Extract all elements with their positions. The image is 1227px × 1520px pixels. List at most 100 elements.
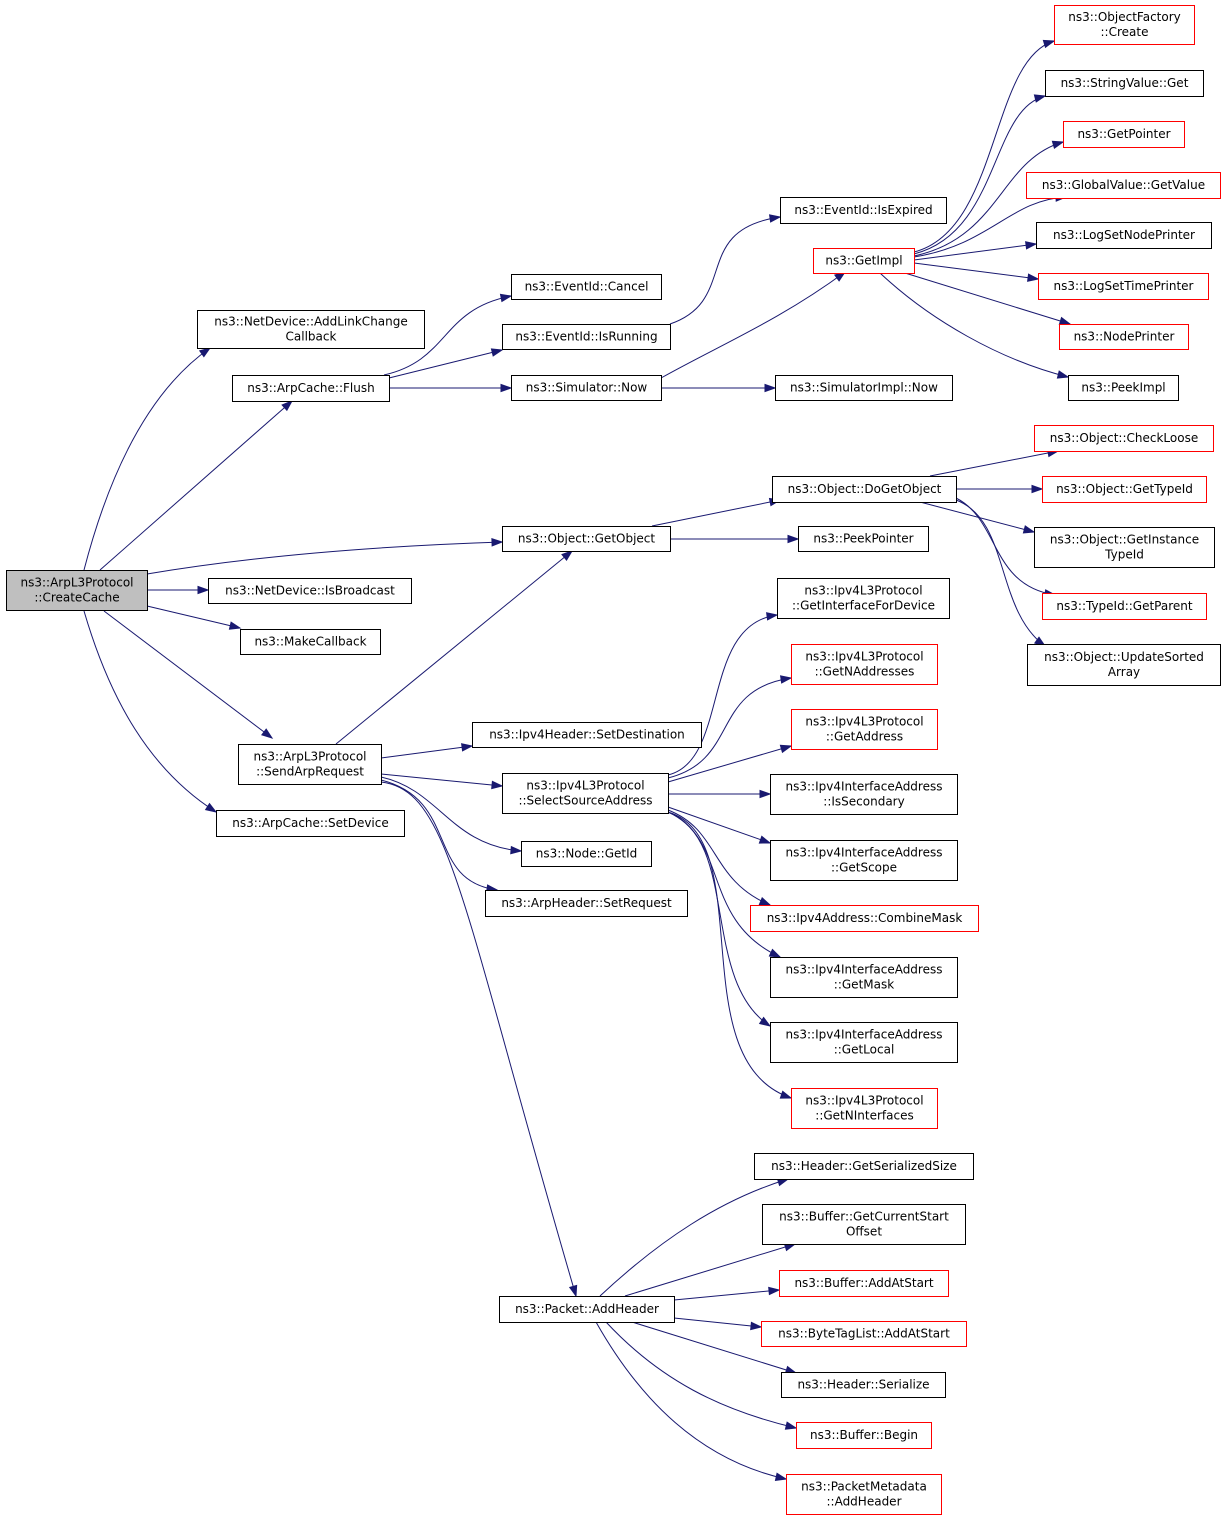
node-label: ns3::ObjectFactory <box>1068 10 1181 24</box>
node-arpcache-flush[interactable]: ns3::ArpCache::Flush <box>232 375 390 402</box>
edge-packet_addheader-to-buffer_begin <box>605 1321 797 1429</box>
edge-root-to-netdev_addlink <box>83 347 211 571</box>
node-makecallback[interactable]: ns3::MakeCallback <box>240 629 381 655</box>
node-node-getid[interactable]: ns3::Node::GetId <box>521 841 652 867</box>
arrowhead-logsetnodeprinter <box>1025 241 1038 250</box>
edge-getimpl-to-logsetnodeprinter <box>913 243 1037 261</box>
arrowhead-objectfactory_create <box>1042 39 1056 49</box>
node-getimpl[interactable]: ns3::GetImpl <box>813 248 915 274</box>
node-arpheader-setrequest[interactable]: ns3::ArpHeader::SetRequest <box>485 890 688 917</box>
node-label: ns3::Ipv4InterfaceAddress <box>786 1028 943 1042</box>
node-peekimpl[interactable]: ns3::PeekImpl <box>1068 375 1179 401</box>
node-box <box>1054 5 1195 45</box>
node-getinterfacefordevice[interactable]: ns3::Ipv4L3Protocol::GetInterfaceForDevi… <box>777 578 950 619</box>
node-typeid-getparent[interactable]: ns3::TypeId::GetParent <box>1042 593 1207 620</box>
node-header-getserializedsize[interactable]: ns3::Header::GetSerializedSize <box>754 1153 974 1180</box>
node-label: ::GetNAddresses <box>815 665 915 679</box>
node-label: ns3::ArpHeader::SetRequest <box>501 896 672 910</box>
node-object-checkloose[interactable]: ns3::Object::CheckLoose <box>1034 425 1214 452</box>
node-label: ::IsSecondary <box>823 795 904 809</box>
node-label: ns3::StringValue::Get <box>1061 76 1189 90</box>
node-packetmetadata-addheader[interactable]: ns3::PacketMetadata::AddHeader <box>786 1474 942 1515</box>
node-box <box>232 375 390 402</box>
node-ifaddr-getmask[interactable]: ns3::Ipv4InterfaceAddress::GetMask <box>770 957 958 998</box>
node-label: ns3::Object::GetInstance <box>1050 533 1199 547</box>
node-object-gettypeid[interactable]: ns3::Object::GetTypeId <box>1042 476 1207 503</box>
node-nodeprinter[interactable]: ns3::NodePrinter <box>1059 324 1189 350</box>
edge-getimpl-to-getpointer <box>913 141 1064 257</box>
node-simimpl-now[interactable]: ns3::SimulatorImpl::Now <box>775 375 953 401</box>
node-getninterfaces[interactable]: ns3::Ipv4L3Protocol::GetNInterfaces <box>791 1088 938 1129</box>
edge-sendarprequest-to-arpheader_setrequest <box>380 779 498 891</box>
node-object-getobject[interactable]: ns3::Object::GetObject <box>502 526 671 552</box>
node-label: ::SendArpRequest <box>256 765 364 779</box>
edge-eventid_isrunning-to-eventid_isexpired <box>669 216 781 325</box>
node-buffer-begin[interactable]: ns3::Buffer::Begin <box>796 1422 932 1449</box>
node-box <box>502 773 669 814</box>
arrowhead-makecallback <box>228 621 242 630</box>
node-label: ns3::GlobalValue::GetValue <box>1042 178 1205 192</box>
node-getpointer[interactable]: ns3::GetPointer <box>1063 121 1185 148</box>
node-stringvalue-get[interactable]: ns3::StringValue::Get <box>1045 70 1204 97</box>
node-objectfactory-create[interactable]: ns3::ObjectFactory::Create <box>1054 5 1195 45</box>
arrowhead-sendarprequest <box>261 728 274 739</box>
node-netdev-isbroadcast[interactable]: ns3::NetDevice::IsBroadcast <box>208 578 412 604</box>
node-eventid-cancel[interactable]: ns3::EventId::Cancel <box>511 274 662 300</box>
node-globalvalue-getvalue[interactable]: ns3::GlobalValue::GetValue <box>1026 172 1221 199</box>
node-label: ns3::Object::GetTypeId <box>1056 482 1193 496</box>
node-ifaddr-issecondary[interactable]: ns3::Ipv4InterfaceAddress::IsSecondary <box>770 774 958 815</box>
node-getnaddresses[interactable]: ns3::Ipv4L3Protocol::GetNAddresses <box>791 644 938 685</box>
node-combinemask[interactable]: ns3::Ipv4Address::CombineMask <box>750 905 979 932</box>
arrowhead-object_gettypeid <box>1031 484 1044 494</box>
node-label: ns3::Buffer::Begin <box>810 1428 918 1442</box>
node-simulator-now[interactable]: ns3::Simulator::Now <box>511 375 662 401</box>
edge-selectsource-to-combinemask <box>667 809 771 906</box>
node-box <box>521 841 652 867</box>
node-root[interactable]: ns3::ArpL3Protocol::CreateCache <box>6 570 148 611</box>
edge-getimpl-to-objectfactory_create <box>913 40 1055 253</box>
node-box <box>1059 324 1189 350</box>
node-box <box>1042 593 1207 620</box>
node-sendarprequest[interactable]: ns3::ArpL3Protocol::SendArpRequest <box>238 744 382 785</box>
node-box <box>777 578 950 619</box>
node-header-serialize[interactable]: ns3::Header::Serialize <box>781 1372 946 1398</box>
node-ipv4header-setdest[interactable]: ns3::Ipv4Header::SetDestination <box>472 722 702 748</box>
node-ifaddr-getlocal[interactable]: ns3::Ipv4InterfaceAddress::GetLocal <box>770 1022 958 1063</box>
node-label: ns3::Ipv4InterfaceAddress <box>786 780 943 794</box>
node-label: ns3::Ipv4L3Protocol <box>526 779 644 793</box>
node-eventid-isexpired[interactable]: ns3::EventId::IsExpired <box>780 197 947 224</box>
node-label: ns3::PacketMetadata <box>801 1480 927 1494</box>
node-object-dogetobject[interactable]: ns3::Object::DoGetObject <box>772 476 957 503</box>
node-arpcache-setdevice[interactable]: ns3::ArpCache::SetDevice <box>216 810 405 837</box>
node-label: ns3::LogSetTimePrinter <box>1053 279 1193 293</box>
node-label: ns3::ArpL3Protocol <box>20 576 133 590</box>
node-label: ::GetNInterfaces <box>815 1109 913 1123</box>
arrowhead-simulator_now <box>500 383 513 393</box>
node-box <box>772 476 957 503</box>
node-eventid-isrunning[interactable]: ns3::EventId::IsRunning <box>502 324 671 350</box>
node-box <box>502 526 671 552</box>
node-packet-addheader[interactable]: ns3::Packet::AddHeader <box>499 1296 675 1323</box>
node-box <box>472 722 702 748</box>
arrowhead-buffer_addatstart <box>768 1286 781 1296</box>
node-peekpointer[interactable]: ns3::PeekPointer <box>798 526 929 552</box>
node-label: ns3::Buffer::AddAtStart <box>794 1276 933 1290</box>
node-box <box>511 274 662 300</box>
arrowhead-selectsource <box>491 780 504 790</box>
node-box <box>786 1474 942 1515</box>
node-label: ns3::PeekPointer <box>813 532 913 546</box>
node-selectsource[interactable]: ns3::Ipv4L3Protocol::SelectSourceAddress <box>502 773 669 814</box>
node-getaddress[interactable]: ns3::Ipv4L3Protocol::GetAddress <box>791 709 938 750</box>
node-ifaddr-getscope[interactable]: ns3::Ipv4InterfaceAddress::GetScope <box>770 840 958 881</box>
node-buffer-addatstart[interactable]: ns3::Buffer::AddAtStart <box>779 1270 949 1297</box>
node-logsetnodeprinter[interactable]: ns3::LogSetNodePrinter <box>1036 222 1212 249</box>
node-box <box>1068 375 1179 401</box>
node-bytetaglist-addatstart[interactable]: ns3::ByteTagList::AddAtStart <box>761 1321 967 1347</box>
node-logsettimeprinter[interactable]: ns3::LogSetTimePrinter <box>1038 273 1209 300</box>
node-box <box>770 1022 958 1063</box>
node-label: ::Create <box>1101 25 1149 39</box>
